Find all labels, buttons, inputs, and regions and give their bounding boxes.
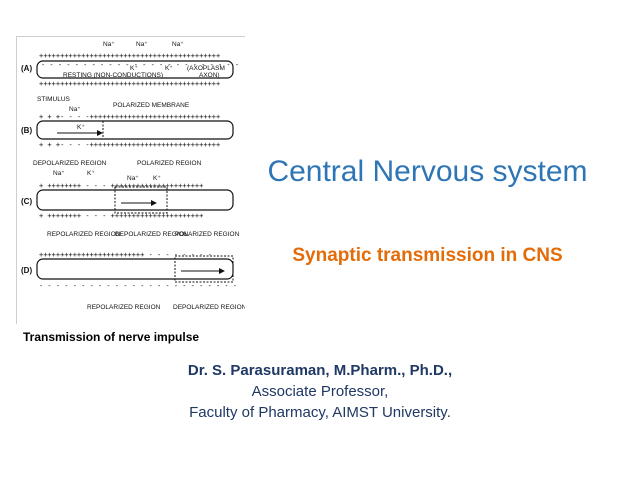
depolarized-region-label: DEPOLARIZED REGION [33, 160, 107, 167]
nerve-impulse-figure: Na⁺ Na⁺ Na⁺ ++++++++++++++++++++++++++++… [16, 36, 245, 324]
plus-row: ++++++++++++++++++++++++++++++++++++++++… [39, 52, 220, 60]
plus-row: +++++++++++++++++++++++++ - - - - - - - … [39, 251, 212, 259]
ion-na: Na⁺ [53, 170, 65, 177]
panel-label: (D) [21, 266, 32, 275]
depolarized-label: DEPOLARIZED REGION [173, 304, 245, 311]
axon-tube [36, 60, 234, 79]
arrowhead-icon [151, 200, 157, 206]
resting-label: RESTING (NON-CONDUCTIONS) [63, 72, 163, 79]
panel-b: STIMULUS POLARIZED MEMBRANE Na⁺ + + +- -… [21, 96, 234, 167]
ion-k: K⁺ [87, 170, 95, 177]
axon-label: AXON) [199, 72, 220, 79]
depolarized-zone [174, 255, 234, 283]
panel-label: (B) [21, 126, 32, 135]
panel-d: +++++++++++++++++++++++++ - - - - - - - … [21, 251, 245, 311]
ion-k: K⁺ [130, 65, 138, 72]
repolarized-label: REPOLARIZED REGION [47, 231, 121, 238]
nerve-impulse-diagram: Na⁺ Na⁺ Na⁺ ++++++++++++++++++++++++++++… [21, 41, 245, 311]
author-role: Associate Professor, [251, 383, 389, 400]
depolarized-label: DEPOLARIZED REGION [115, 231, 189, 238]
depolarized-zone [114, 186, 168, 214]
ion-na: Na⁺ [136, 41, 148, 48]
ion-k: K⁺ [77, 124, 85, 131]
ion-k: K⁺ [165, 65, 173, 72]
minus-row: - - - - - - - - - - - - - - - - - - - - … [39, 282, 237, 290]
author-affiliation: Faculty of Pharmacy, AIMST University. [189, 404, 451, 421]
author-name: Dr. S. Parasuraman, M.Pharm., Ph.D., [187, 362, 453, 379]
plus-row: + ++++++++ - - - ++++++++++++++++++++++ [39, 212, 203, 220]
axoplasm-label: (AXOPLASM [187, 65, 225, 72]
slide-subtitle: Synaptic transmission in CNS [292, 245, 563, 266]
plus-row: ++++++++++++++++++++++++++++++++++++++++… [39, 80, 220, 88]
ion-na: Na⁺ [103, 41, 115, 48]
ion-na: Na⁺ [69, 106, 81, 113]
panel-a: Na⁺ Na⁺ Na⁺ ++++++++++++++++++++++++++++… [21, 41, 239, 88]
polarized-label: POLARIZED REGION [175, 231, 240, 238]
ion-na: Na⁺ [127, 175, 139, 182]
panel-label: (C) [21, 197, 32, 206]
axon-tube [36, 120, 234, 140]
figure-caption: Transmission of nerve impulse [23, 330, 200, 344]
stimulus-label: STIMULUS [37, 96, 71, 103]
plus-row: + + +- - - -++++++++++++++++++++++++++++… [39, 113, 220, 121]
plus-row: + ++++++++ - - - ++++++++++++++++++++++ [39, 182, 203, 190]
plus-row: + + +- - - -++++++++++++++++++++++++++++… [39, 141, 220, 149]
minus-row: - - - - - - - - - - - - - - - - - - - - … [41, 61, 239, 69]
panel-c: Na⁺ K⁺ Na⁺ K⁺ + ++++++++ - - - +++++++++… [21, 170, 240, 238]
arrowhead-icon [97, 130, 103, 136]
ion-na: Na⁺ [172, 41, 184, 48]
slide-title: Central Nervous system [267, 155, 588, 188]
repolarized-label: REPOLARIZED REGION [87, 304, 161, 311]
panel-label: (A) [21, 64, 32, 73]
axon-tube [36, 258, 234, 280]
polarized-region-label: POLARIZED REGION [137, 160, 202, 167]
axon-tube [36, 189, 234, 211]
ion-k: K⁺ [153, 175, 161, 182]
arrowhead-icon [219, 268, 225, 274]
polarized-membrane-label: POLARIZED MEMBRANE [113, 102, 190, 109]
